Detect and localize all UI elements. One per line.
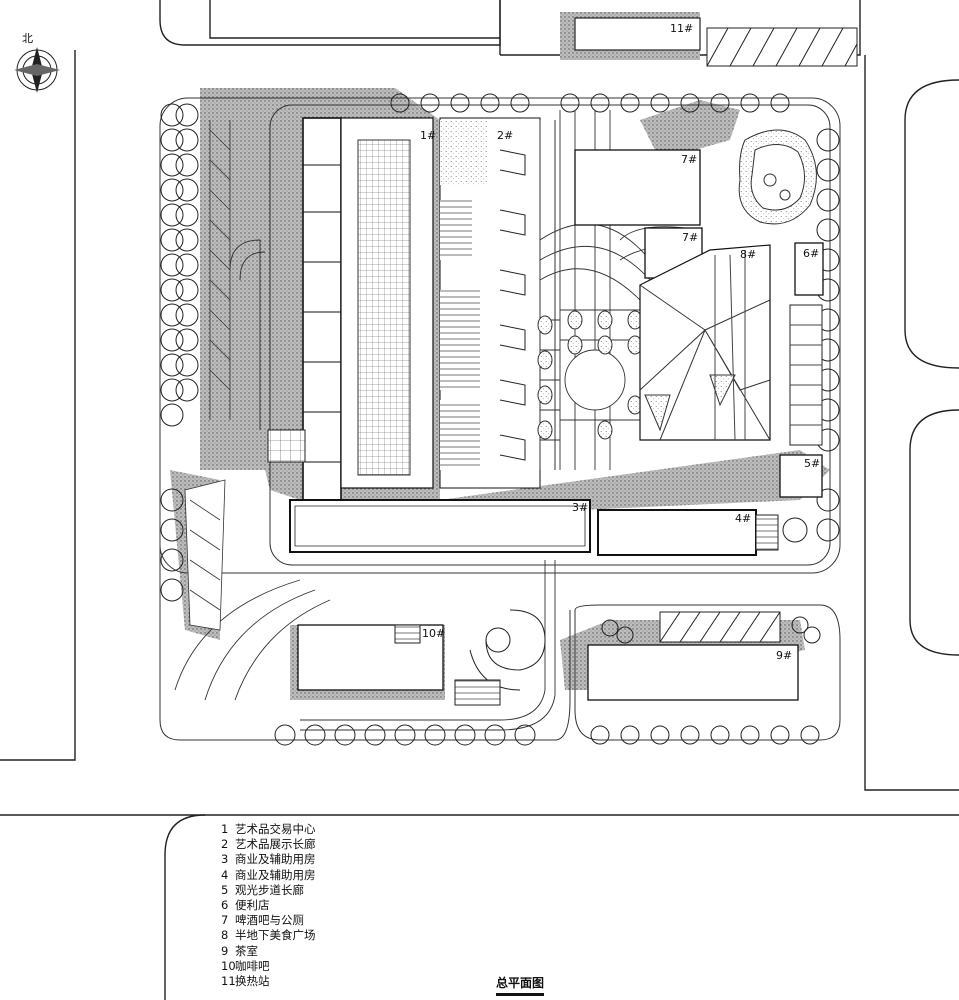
site-boundaries	[159, 97, 841, 741]
tag-7b: 7#	[682, 231, 698, 244]
building-5: 5#	[779, 304, 823, 498]
grid-paving	[267, 429, 306, 463]
compass-north-label: 北	[22, 32, 33, 45]
central-plaza-paths	[539, 110, 701, 470]
title-underline	[496, 993, 545, 996]
building-9: 9#	[587, 611, 799, 701]
tree-row-top	[390, 93, 790, 113]
plan-title-block: 总平面图	[496, 974, 545, 996]
tag-10: 10#	[422, 627, 445, 640]
tag-7a: 7#	[681, 153, 697, 166]
building-4: 4#	[597, 509, 779, 556]
tag-2: 2#	[497, 129, 513, 142]
building-2: 2#	[439, 117, 556, 489]
building-6: 6#	[794, 242, 824, 296]
plan-title: 总平面图	[496, 976, 545, 990]
tag-3: 3#	[572, 501, 588, 514]
building-3: 3#	[289, 499, 591, 553]
tag-4: 4#	[735, 512, 751, 525]
tag-9: 9#	[776, 649, 792, 662]
building-1: 1#	[302, 117, 436, 517]
building-7a: 7#	[574, 149, 701, 226]
spiral-stair	[454, 609, 546, 706]
tag-6: 6#	[803, 247, 819, 260]
north-compass: 北	[14, 32, 60, 93]
building-8: 8#	[639, 244, 771, 441]
tag-1: 1#	[420, 129, 436, 142]
legend-item: 11换热站	[221, 974, 270, 989]
tag-8: 8#	[740, 248, 756, 261]
tree-row-bottom	[274, 724, 820, 746]
garden-pond	[738, 129, 817, 225]
tag-5: 5#	[804, 457, 820, 470]
tag-11: 11#	[670, 22, 693, 35]
tree-group-9	[601, 616, 821, 644]
legend-item: 10咖啡吧	[221, 958, 270, 973]
building-11: 11#	[560, 12, 858, 67]
left-canopy-strip	[184, 120, 231, 631]
tree-row-left	[160, 103, 199, 602]
plaza-trees	[537, 310, 643, 440]
building-10: 10#	[290, 624, 445, 700]
